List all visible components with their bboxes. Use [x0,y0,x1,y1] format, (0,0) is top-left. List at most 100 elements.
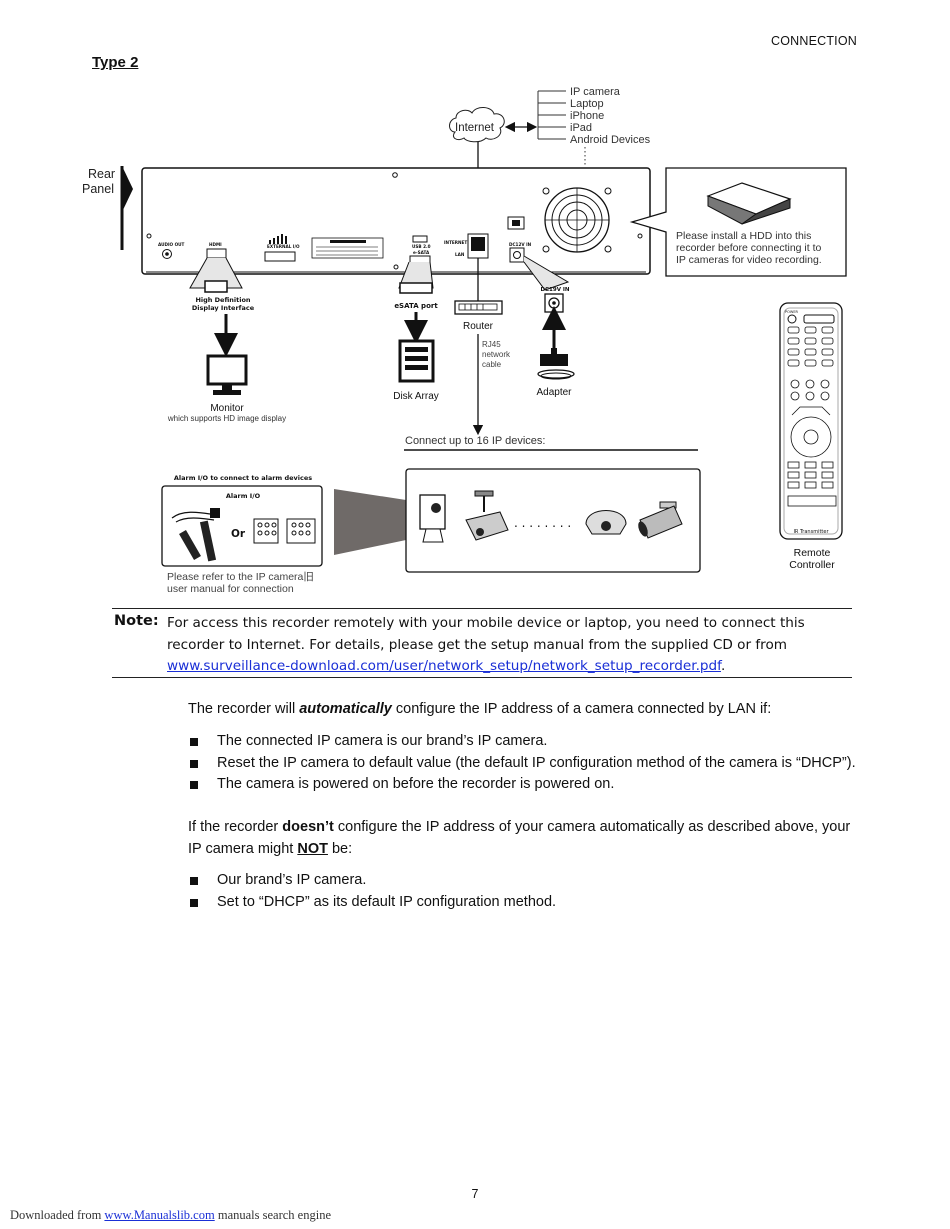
dc-label: DC19V IN [540,287,569,293]
remote-power-label: POWER [785,310,799,314]
rj45-label-3: cable [482,360,502,369]
not-config-list: Our brand’s IP camera. Set to “DHCP” as … [188,870,556,913]
remote-label-2: Controller [789,559,835,571]
note-line-1: For access this recorder remotely with y… [167,615,805,631]
list-item: Set to “DHCP” as its default IP configur… [188,892,556,914]
rj45-label-1: RJ45 [482,340,501,349]
terminal-block-icon [253,518,316,544]
p2-not-emphasis: NOT [297,840,328,857]
monitor-icon [206,354,248,395]
remote-ir-label: IR Transmitter [793,529,829,535]
monitor-sub-label: which supports HD image display [167,414,286,423]
p2-line2-before: IP camera might [188,840,298,857]
rj45-label-2: network [482,350,511,359]
hdd-note-line2: recorder before connecting it to [676,242,821,254]
device-android: Android Devices [570,134,651,146]
rear-panel-pointer-icon [122,166,133,212]
hdd-note-line3: IP cameras for video recording. [676,254,822,266]
note-label: Note: [114,613,159,629]
footer-prefix: Downloaded from [10,1208,105,1222]
list-item-text: The connected IP camera is our brand’s I… [217,733,548,749]
alarm-refer-line2: user manual for connection [167,583,294,595]
connection-diagram: Internet IP camera Laptop iPhone iPad An… [82,86,847,595]
hdmi-label-2: Display Interface [192,304,255,312]
port-label-dc: DC12V IN [509,242,532,247]
section-header: CONNECTION [770,34,857,48]
port-label-usb: USB 2.0 [412,244,431,249]
p1-text-before: The recorder will [188,701,300,717]
alarm-title: Alarm I/O to connect to alarm devices [174,474,312,482]
cube-camera-icon [419,494,446,543]
dome-camera-icon [585,510,627,535]
esata-port-icon [399,282,433,294]
rear-panel-label-2: Panel [82,182,114,196]
p1-text-after: configure the IP address of a camera con… [391,701,772,717]
list-item: The connected IP camera is our brand’s I… [188,731,856,753]
download-footer: Downloaded from www.Manualslib.com manua… [10,1208,331,1223]
disk-array-icon [398,339,435,383]
port-label-internet: INTERNET [444,240,467,245]
port-label-lan: LAN [455,252,465,257]
list-item-text: Our brand’s IP camera. [217,872,367,888]
router-icon [454,300,503,315]
alarm-box-label: Alarm I/O [226,492,261,500]
alarm-refer-line1: Please refer to the IP camera旧 [167,571,314,583]
router-label: Router [463,321,494,332]
p2-line2-after: be: [327,840,353,857]
footer-suffix: manuals search engine [214,1208,331,1222]
monitor-label: Monitor [210,403,244,414]
port-label-external-io: EXTERNAL I/O [267,244,300,249]
alarm-wire-icon [171,508,220,562]
connect-label: Connect up to 16 IP devices: [405,435,545,447]
list-item: Our brand’s IP camera. [188,870,556,892]
bullet-square-icon [190,781,198,789]
port-label-hdmi: HDMI [209,242,222,247]
manualslib-link[interactable]: www.Manualslib.com [104,1208,215,1222]
internet-cloud-icon [449,107,505,143]
hdd-note-line1: Please install a HDD into this [676,230,811,242]
page-number: 7 [471,1187,479,1201]
note-text: For access this recorder remotely with y… [167,613,857,678]
disk-array-label: Disk Array [393,391,439,402]
device-ipad: iPad [570,122,592,134]
esata-label: eSATA port [394,302,438,310]
device-ip-camera: IP camera [570,86,621,98]
list-item: The camera is powered on before the reco… [188,774,856,796]
device-laptop: Laptop [570,98,604,110]
alarm-or: Or [231,528,246,540]
hdmi-label-1: High Definition [195,296,250,304]
auto-config-list: The connected IP camera is our brand’s I… [188,731,856,796]
device-iphone: iPhone [570,110,604,122]
hdd-icon [706,182,792,225]
type-heading: Type 2 [92,54,139,71]
list-item-text: The camera is powered on before the reco… [217,776,615,792]
dc-jack-icon [544,293,564,313]
port-label-audio: AUDIO OUT [158,242,185,247]
setup-manual-link[interactable]: www.surveillance-download.com/user/netwo… [167,658,721,674]
port-label-esata: e-SATA [413,250,430,255]
bullet-square-icon [190,738,198,746]
note-line-2: recorder to Internet. For details, pleas… [167,636,788,653]
note-link-end: . [720,658,726,674]
list-item: Reset the IP camera to default value (th… [188,753,856,775]
remote-label-1: Remote [794,547,831,559]
alarm-io-box [161,485,323,567]
p2-text-before: If the recorder [188,819,283,835]
rear-panel-label-1: Rear [88,167,115,181]
not-config-paragraph: If the recorder doesn’t configure the IP… [188,817,858,860]
bullet-camera-icon [638,501,683,539]
adapter-label: Adapter [536,387,572,398]
p2-strong: doesn’t [282,819,334,835]
bullet-square-icon [190,898,198,907]
remote-controller-icon [779,302,843,540]
bullet-square-icon [190,877,198,885]
note-block: Note: For access this recorder remotely … [112,608,852,678]
list-item-text: Set to “DHCP” as its default IP configur… [217,893,557,910]
adapter-icon [537,348,575,380]
p1-emphasis: automatically [299,701,392,717]
internet-label: Internet [455,122,495,134]
bullet-square-icon [190,759,198,768]
auto-config-paragraph: The recorder will automatically configur… [188,699,858,721]
ceiling-camera-icon [465,490,509,541]
list-item-text: Reset the IP camera to default value (th… [217,754,856,771]
